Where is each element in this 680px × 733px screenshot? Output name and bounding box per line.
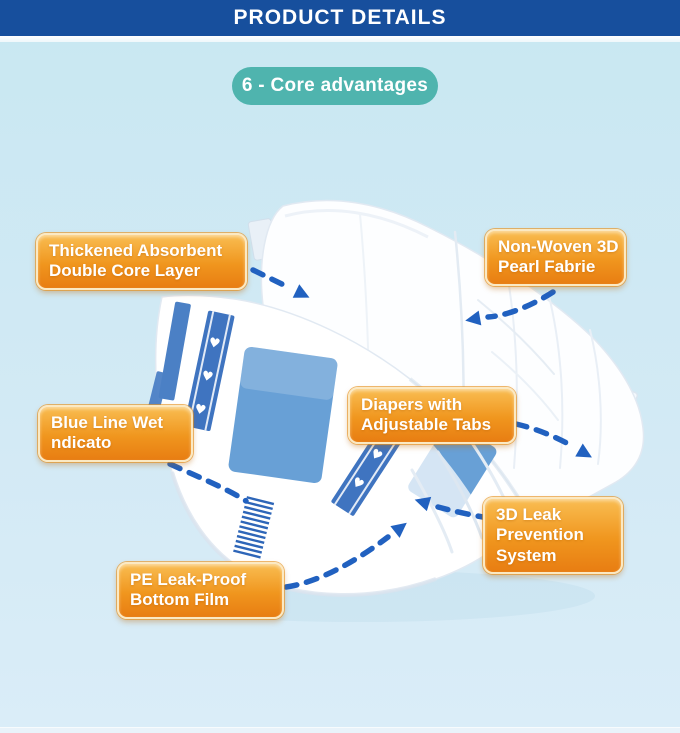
callout-pe-leak-proof-bottom-film: PE Leak-Proof Bottom Film <box>117 562 284 619</box>
callout-3d-leak-prevention-system: 3D Leak Prevention System <box>483 497 623 575</box>
heart-icon: ♥ <box>193 402 208 419</box>
absorbent-patch <box>228 346 338 484</box>
callout-line: Pearl Fabrie <box>498 257 596 277</box>
callout-line: Diapers with <box>361 395 463 414</box>
dashed-arrow <box>250 267 293 291</box>
callout-thickened-absorbent-double-core-layer: Thickened Absorbent Double Core Layer <box>36 233 247 290</box>
callout-line: Non-Woven 3D <box>498 237 619 256</box>
callout-line: Thickened Absorbent <box>49 241 223 260</box>
callout-line: PE Leak-Proof <box>130 570 247 589</box>
page-title: PRODUCT DETAILS <box>233 6 447 29</box>
bottom-divider <box>0 727 680 733</box>
callout-line: Double Core Layer <box>49 261 201 281</box>
dashed-arrow <box>283 534 391 590</box>
heart-icon: ♥ <box>200 369 215 386</box>
section-header: PRODUCT DETAILS <box>0 0 680 36</box>
arrowheads <box>292 284 592 538</box>
callout-line: Prevention <box>496 525 584 545</box>
callout-line: Adjustable Tabs <box>361 415 492 435</box>
blue-stripe <box>158 301 191 401</box>
callout-blue-line-wet-indicator: Blue Line Wet ndicato <box>38 405 193 462</box>
callout-line: Blue Line Wet <box>51 413 164 432</box>
heart-icon: ♥ <box>207 335 222 352</box>
callout-line: System <box>496 545 557 565</box>
crotch-ruffles <box>396 428 492 562</box>
core-advantages-label: 6 - Core advantages <box>241 75 429 96</box>
blue-line-indicator <box>229 492 277 565</box>
dashed-arrow <box>485 289 556 320</box>
heart-stripe: ♥ ♥ ♥ <box>184 310 235 432</box>
heart-stripe: ♥ ♥ <box>331 425 403 516</box>
dashed-arrow <box>167 461 249 504</box>
dashed-arrow <box>513 421 575 449</box>
callout-non-woven-3d-pearl-fabric: Non-Woven 3D Pearl Fabrie <box>485 229 626 286</box>
callout-arrows <box>167 267 575 590</box>
callout-line: 3D Leak <box>496 505 562 524</box>
callout-line: ndicato <box>51 433 112 453</box>
core-advantages-badge: 6 - Core advantages <box>232 67 438 105</box>
callout-line: Bottom Film <box>130 590 230 610</box>
header-divider <box>0 36 680 42</box>
callout-diapers-with-adjustable-tabs: Diapers with Adjustable Tabs <box>348 387 516 444</box>
